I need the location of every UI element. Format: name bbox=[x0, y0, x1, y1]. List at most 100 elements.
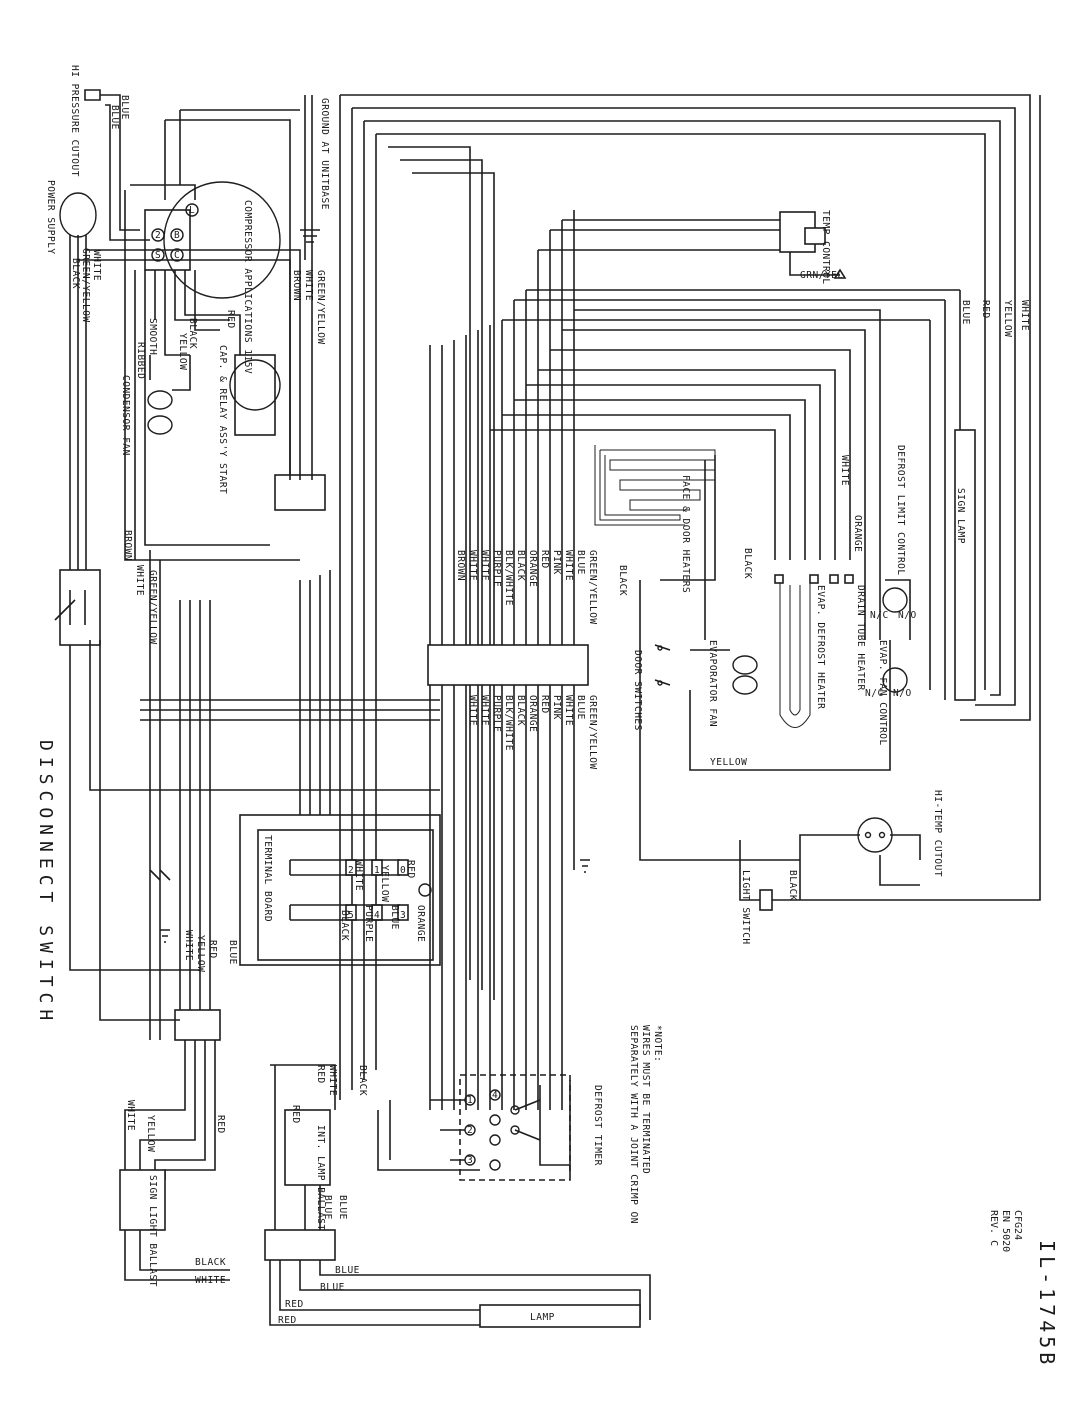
upper-wire-label: BLACK bbox=[515, 550, 526, 581]
face-door-heaters-label: FACE & DOOR HEATERS bbox=[680, 475, 691, 593]
evap-fan-nc: N/C bbox=[865, 688, 884, 699]
wire-label: BLUE bbox=[119, 95, 130, 120]
lamp bbox=[479, 1304, 641, 1328]
note-line-1: WIRES MUST BE TERMINATED bbox=[640, 1025, 651, 1174]
int-lamp-ballast bbox=[284, 1109, 331, 1186]
wire-label: RED bbox=[285, 1299, 304, 1310]
note-title: *NOTE: bbox=[652, 1025, 663, 1062]
wire-label: RIBBED bbox=[135, 342, 146, 379]
lamp-connector bbox=[264, 1229, 336, 1261]
upper-wire-label: PURPLE bbox=[491, 550, 502, 587]
wire-label: BLACK bbox=[742, 548, 753, 579]
lower-wire-label: WHITE bbox=[467, 695, 478, 726]
evaporator-fan-label: EVAPORATOR FAN bbox=[707, 640, 718, 727]
lower-wire-label: RED bbox=[539, 695, 550, 714]
wire-label: BROWN bbox=[291, 270, 302, 301]
lower-left-bundle bbox=[124, 550, 440, 1180]
lamp-label: LAMP bbox=[530, 1312, 555, 1323]
harness-connector-main bbox=[427, 644, 589, 686]
door-switches bbox=[639, 580, 800, 861]
wire-label: BLUE bbox=[227, 940, 238, 965]
tb-terminal-1: 1 bbox=[374, 865, 380, 876]
defrost-limit-control bbox=[882, 579, 911, 640]
wire-label: SMOOTH bbox=[147, 318, 158, 355]
wire-label: GREEN/YELLOW bbox=[80, 248, 91, 323]
power-supply-group bbox=[54, 89, 440, 1021]
timer-terminal-4: 4 bbox=[492, 1090, 498, 1101]
defrost-limit-nc: N/C bbox=[870, 610, 889, 621]
tb-terminal-3: 3 bbox=[400, 910, 406, 921]
temp-control bbox=[779, 211, 847, 279]
harness-connector-upper bbox=[274, 474, 326, 511]
wire-label: GREEN/YELLOW bbox=[147, 570, 158, 645]
evaporator-fan bbox=[689, 640, 891, 771]
ground-unitbase bbox=[300, 95, 320, 480]
wire-label: ORANGE bbox=[852, 515, 863, 552]
wire-label: BROWN bbox=[122, 530, 133, 561]
upper-wire-label: BROWN bbox=[455, 550, 466, 581]
int-lamp-ballast-label: INT. LAMP BALLAST bbox=[315, 1125, 326, 1231]
timer-terminal-3: 3 bbox=[467, 1155, 473, 1166]
upper-wire-label: PINK bbox=[551, 550, 562, 575]
condenser-fan-label: CONDENSOR FAN bbox=[120, 375, 131, 456]
terminal-board-label: TERMINAL BOARD bbox=[262, 835, 273, 922]
disconnect-switch bbox=[59, 569, 101, 646]
wire-label: BLACK bbox=[195, 1257, 226, 1268]
harness-upper-labels: GREEN/YELLOWBLUEWHITEPINKREDORANGEBLACKB… bbox=[455, 550, 598, 625]
drawing-number: IL-1745B bbox=[1035, 1240, 1059, 1368]
comp-terminal-l: L bbox=[189, 205, 195, 216]
evap-defrost-heater bbox=[774, 574, 819, 728]
wire-label: RED bbox=[315, 1065, 326, 1084]
wire-label: BLUE bbox=[389, 905, 400, 930]
hi-pressure-cutout-label: HI PRESSURE CUTOUT bbox=[69, 65, 80, 177]
wire-label: WHITE bbox=[91, 250, 102, 281]
model-number: CFG24 bbox=[1012, 1210, 1023, 1240]
lower-wire-label: WHITE bbox=[479, 695, 490, 726]
timer-terminal-1: 1 bbox=[467, 1095, 473, 1106]
lower-wire-label: ORANGE bbox=[527, 695, 538, 732]
compressor-group bbox=[124, 109, 300, 561]
lower-wire-label: GREEN/YELLOW bbox=[587, 695, 598, 770]
wire-label: RED bbox=[290, 1105, 301, 1124]
upper-wire-label: BLUE bbox=[575, 550, 586, 575]
face-door-heaters bbox=[594, 445, 716, 640]
wire-label: BLACK bbox=[187, 318, 198, 349]
upper-wire-label: WHITE bbox=[479, 550, 490, 581]
wire-label: BLUE bbox=[335, 1265, 360, 1276]
ground-label: GROUND AT UNITBASE bbox=[319, 98, 330, 210]
comp-terminal-2: 2 bbox=[155, 230, 161, 241]
wire-label: BLACK bbox=[787, 870, 798, 901]
wire-label: WHITE bbox=[303, 270, 314, 301]
wire-label: BLACK bbox=[357, 1065, 368, 1096]
harness-connector-lower bbox=[174, 1009, 221, 1041]
condenser-fan bbox=[147, 390, 173, 410]
wire-label: BLUE bbox=[960, 300, 971, 325]
wire-label: BLACK bbox=[70, 258, 81, 289]
temp-control-label: TEMP CONTROL bbox=[820, 210, 831, 285]
wire-label: BLUE bbox=[109, 105, 120, 130]
note-line-2: SEPARATELY WITH A JOINT CRIMP ON bbox=[628, 1025, 639, 1224]
wire-label: BLUE bbox=[320, 1282, 345, 1293]
wire-label: ORANGE bbox=[415, 905, 426, 942]
wire-label: WHITE bbox=[134, 565, 145, 596]
tb-terminal-4: 4 bbox=[374, 910, 380, 921]
evap-defrost-heater-label: EVAP. DEFROST HEATER bbox=[815, 585, 826, 709]
hi-temp-cutout bbox=[799, 817, 921, 900]
wire-label: GRN/YEL bbox=[800, 270, 844, 281]
wire-label: YELLOW bbox=[710, 757, 747, 768]
upper-wire-label: WHITE bbox=[563, 550, 574, 581]
tb-terminal-2: 2 bbox=[348, 865, 354, 876]
lower-wire-label: WHITE bbox=[563, 695, 574, 726]
upper-wire-label: GREEN/YELLOW bbox=[587, 550, 598, 625]
wire-label: BLUE bbox=[337, 1195, 348, 1220]
hi-temp-cutout-label: HI-TEMP CUTOUT bbox=[932, 790, 943, 877]
power-supply-label: POWER SUPPLY bbox=[45, 180, 56, 255]
defrost-timer-label: DEFROST TIMER bbox=[592, 1085, 603, 1166]
wire-label: BLUE bbox=[322, 1195, 333, 1220]
upper-wire-label: ORANGE bbox=[527, 550, 538, 587]
lower-wire-label: BLUE bbox=[575, 695, 586, 720]
comp-terminal-c: C bbox=[174, 250, 180, 261]
wire-label: RED bbox=[225, 310, 236, 329]
light-switch-label: LIGHT SWITCH bbox=[740, 870, 751, 945]
upper-wire-label: WHITE bbox=[467, 550, 478, 581]
